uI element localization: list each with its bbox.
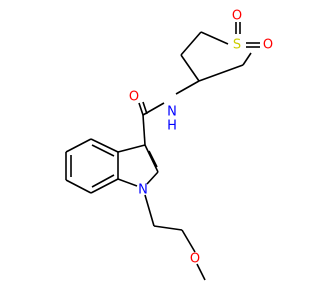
- bond-c3-c3a: [117, 144, 146, 153]
- molecule-canvas: O S O O N H N O: [65, 8, 274, 281]
- bond-carbonyl-c-indole-c3: [142, 114, 146, 146]
- bond-c4-c5: [65, 138, 92, 153]
- bond-ch2-ch2: [153, 225, 183, 231]
- indole-nitrogen-label: N: [138, 183, 148, 198]
- amide-nitrogen-label: N: [167, 105, 177, 120]
- bond-c6-c7: [65, 179, 92, 194]
- bond-c7-c7a-inner: [91, 174, 115, 188]
- bond-ring-s-c: [200, 31, 229, 45]
- bond-ring-c-c-3: [198, 64, 244, 82]
- bond-c2-n1: [146, 171, 159, 185]
- bond-n1-ch2: [144, 194, 155, 227]
- bond-o-ch3: [196, 263, 206, 281]
- bond-carbonyl-c-o-b: [142, 101, 148, 115]
- bond-c3-c2: [144, 144, 159, 173]
- sulfur-label: S: [233, 38, 241, 53]
- structure-diagram: O S O O N H N O: [65, 9, 273, 281]
- sulfone-oxygen-upper-label: O: [232, 9, 242, 24]
- amide-hydrogen-label: H: [167, 119, 177, 134]
- bond-ring-c-s-2: [242, 52, 252, 66]
- sulfone-oxygen-right-label: O: [263, 38, 273, 53]
- bond-ring-c-c-1: [180, 31, 202, 56]
- ether-oxygen-label: O: [190, 252, 200, 267]
- bond-c3a-c4: [90, 138, 119, 153]
- bond-ring-c-c-2: [180, 54, 200, 82]
- bond-c3-c2-inner: [148, 150, 158, 168]
- bond-n1-c7a: [117, 178, 138, 187]
- bond-carbonyl-c-o-a: [138, 102, 144, 116]
- bond-ch2-o: [181, 229, 196, 253]
- carbonyl-oxygen-label: O: [129, 90, 139, 105]
- bond-c7-c7a: [90, 178, 119, 194]
- bond-ring-c-n: [175, 80, 200, 95]
- bond-c3a-c4-inner: [91, 144, 115, 157]
